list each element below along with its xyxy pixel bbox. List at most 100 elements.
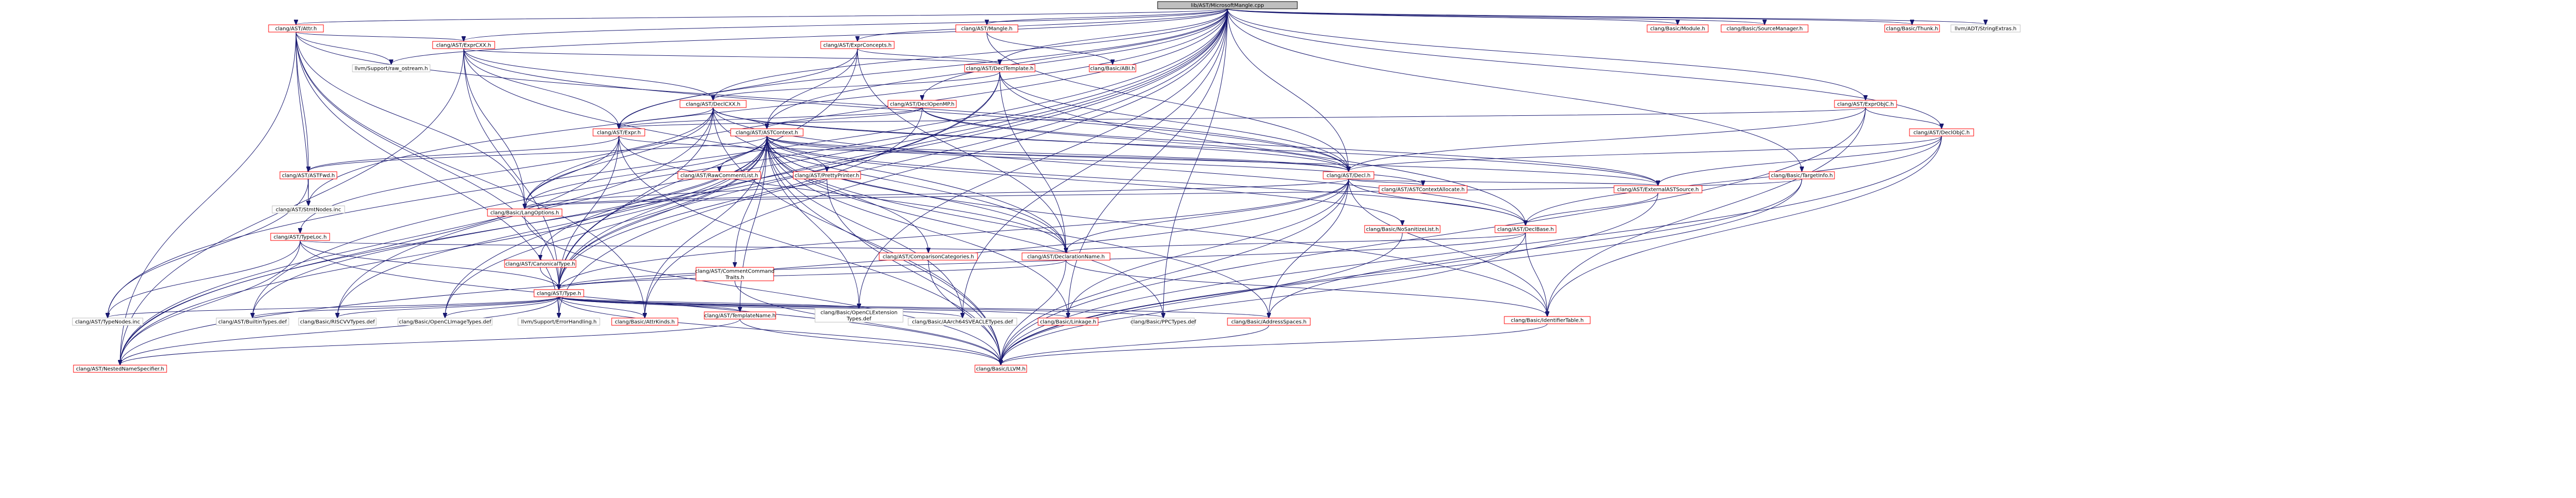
edge-astfwd-to-typenodes [108,178,309,318]
node-box-targetinfo [1769,171,1835,179]
node-label-identtable: clang/Basic/IdentifierTable.h [1511,318,1584,324]
edge-declbase-to-typeh [559,232,1526,289]
edge-declopenmp-to-externalast [922,107,1658,185]
node-templatename[interactable]: clang/AST/TemplateName.h [704,311,776,320]
edge-declcxx-to-llvmh [713,107,1001,365]
node-label-aarch64: clang/Basic/AArch64SVEACLETypes.def [912,320,1013,325]
node-box-llvmh [974,365,1027,373]
node-box-canonicaltype [504,260,576,268]
node-box-nns [73,365,167,373]
edge-declobjc-to-llvmh [1001,135,1942,365]
node-externalast[interactable]: clang/AST/ExternalASTSource.h [1613,185,1702,193]
node-label-attrkinds: clang/Basic/AttrKinds.h [615,320,675,325]
node-identtable[interactable]: clang/Basic/IdentifierTable.h [1504,316,1591,324]
edge-astcontext-to-prettyprinter [766,135,827,171]
node-nns[interactable]: clang/AST/NestedNameSpecifier.h [73,365,167,373]
node-prettyprinter[interactable]: clang/AST/PrettyPrinter.h [793,171,861,179]
edge-exprconcepts-to-astcontext [767,48,858,128]
node-abih[interactable]: clang/Basic/ABI.h [1089,64,1136,72]
edge-declname-to-llvmh [1001,260,1067,365]
node-typeh[interactable]: clang/AST/Type.h [534,289,584,297]
node-decl[interactable]: clang/AST/Decl.h [1323,171,1374,179]
edge-decl-to-contexttolocate [1348,178,1423,185]
edge-expr-to-langoptions [525,135,619,208]
node-label-declbase: clang/AST/DeclBase.h [1497,227,1553,233]
node-riscv: clang/Basic/RISCVVTypes.def [298,318,377,326]
node-box-expr [593,128,645,137]
node-basicmodule[interactable]: clang/Basic/Module.h [1647,24,1709,33]
node-label-openclext: clang/Basic/OpenCLExtension [821,310,898,316]
dependency-edges [108,8,1986,365]
node-targetinfo[interactable]: clang/Basic/TargetInfo.h [1769,171,1835,179]
node-canonicaltype[interactable]: clang/AST/CanonicalType.h [504,260,576,268]
edge-astcontext-to-ppctypes [766,135,1163,318]
node-label-langoptions: clang/Basic/LangOptions.h [491,210,559,216]
node-box-decl [1323,171,1374,179]
edge-mangle-to-decl [986,32,1349,171]
node-stringextras: llvm/ADT/StringExtras.h [1950,24,2021,33]
node-box-identtable [1504,316,1591,324]
node-mangle[interactable]: clang/AST/Mangle.h [955,24,1018,33]
node-label-nosanitize: clang/Basic/NoSanitizeList.h [1366,227,1439,233]
edge-declobjc-to-externalast [1658,135,1942,185]
node-exprconcepts[interactable]: clang/AST/ExprConcepts.h [820,41,895,49]
node-box-templatename [704,311,776,320]
edge-declobjc-to-declbase [1526,135,1942,225]
edge-declopenmp-to-expr [619,107,923,128]
node-attrkinds[interactable]: clang/Basic/AttrKinds.h [611,318,678,326]
edge-root-to-stringextras [1227,8,1986,24]
node-declopenmp[interactable]: clang/AST/DeclOpenMP.h [887,100,957,108]
node-label-declopenmp: clang/AST/DeclOpenMP.h [890,102,955,108]
node-stmtnodes: clang/AST/StmtNodes.inc [272,205,345,214]
node-astcontext[interactable]: clang/AST/ASTContext.h [730,128,804,137]
node-box-commentcmd [695,267,774,281]
node-thunk[interactable]: clang/Basic/Thunk.h [1884,24,1940,33]
node-box-linkage [1038,318,1099,326]
edge-prettyprinter-to-langoptions [525,178,827,208]
node-expr[interactable]: clang/AST/Expr.h [593,128,645,137]
node-decltemplate[interactable]: clang/AST/DeclTemplate.h [964,64,1035,72]
node-label-exprconcepts: clang/AST/ExprConcepts.h [823,43,892,49]
node-opencl: clang/Basic/OpenCLImageTypes.def [397,318,493,326]
edge-langoptions-to-llvmh [524,216,1001,365]
node-box-stringextras [1950,24,2021,33]
node-declbase[interactable]: clang/AST/DeclBase.h [1494,225,1557,233]
edge-astcontext-to-openclext [766,135,859,308]
node-box-astfwd [279,171,337,179]
node-label-rawcomment: clang/AST/RawCommentList.h [680,173,758,179]
node-box-exprcxx [432,41,495,49]
node-label-targetinfo: clang/Basic/TargetInfo.h [1771,173,1833,179]
node-label-decltemplate: clang/AST/DeclTemplate.h [966,66,1033,72]
edge-root-to-stmtnodes [308,8,1228,205]
node-linkage[interactable]: clang/Basic/Linkage.h [1038,318,1099,326]
node-label-prettyprinter: clang/AST/PrettyPrinter.h [795,173,860,179]
node-attr[interactable]: clang/AST/Attr.h [268,24,324,33]
edge-decltemplate-to-declname [999,71,1066,252]
node-declcxx[interactable]: clang/AST/DeclCXX.h [679,100,747,108]
node-langoptions[interactable]: clang/Basic/LangOptions.h [487,208,562,217]
node-declname[interactable]: clang/AST/DeclarationName.h [1021,252,1111,261]
edge-decl-to-addrspaces [1269,178,1349,318]
node-contexttolocate[interactable]: clang/AST/ASTContextAllocate.h [1379,185,1468,193]
node-rawcomment[interactable]: clang/AST/RawCommentList.h [677,171,761,179]
node-comparison[interactable]: clang/AST/ComparisonCategories.h [879,252,978,261]
edge-attr-to-langoptions [295,32,525,208]
node-astfwd[interactable]: clang/AST/ASTFwd.h [279,171,337,179]
node-llvmh[interactable]: clang/Basic/LLVM.h [974,365,1027,373]
edge-typeloc-to-nns [120,240,301,365]
node-declobjc[interactable]: clang/AST/DeclObjC.h [1909,128,1974,137]
node-root[interactable]: lib/AST/MicrosoftMangle.cpp [1157,1,1298,9]
node-typeloc[interactable]: clang/AST/TypeLoc.h [270,233,330,241]
node-nosanitize[interactable]: clang/Basic/NoSanitizeList.h [1364,225,1441,233]
edge-typeh-to-nns [120,296,559,365]
edge-expr-to-decl [618,135,1349,171]
edge-root-to-attrkinds [645,8,1228,318]
node-exprobjc[interactable]: clang/AST/ExprObjC.h [1834,100,1897,108]
edge-astcontext-to-aarch64 [766,135,963,318]
node-sourcemanager[interactable]: clang/Basic/SourceManager.h [1721,24,1809,33]
node-exprcxx[interactable]: clang/AST/ExprCXX.h [432,41,495,49]
edge-astcontext-to-commentcmd [735,135,767,267]
node-addrspaces[interactable]: clang/Basic/AddressSpaces.h [1227,318,1311,326]
node-typenodes: clang/AST/TypeNodes.inc [72,318,143,326]
